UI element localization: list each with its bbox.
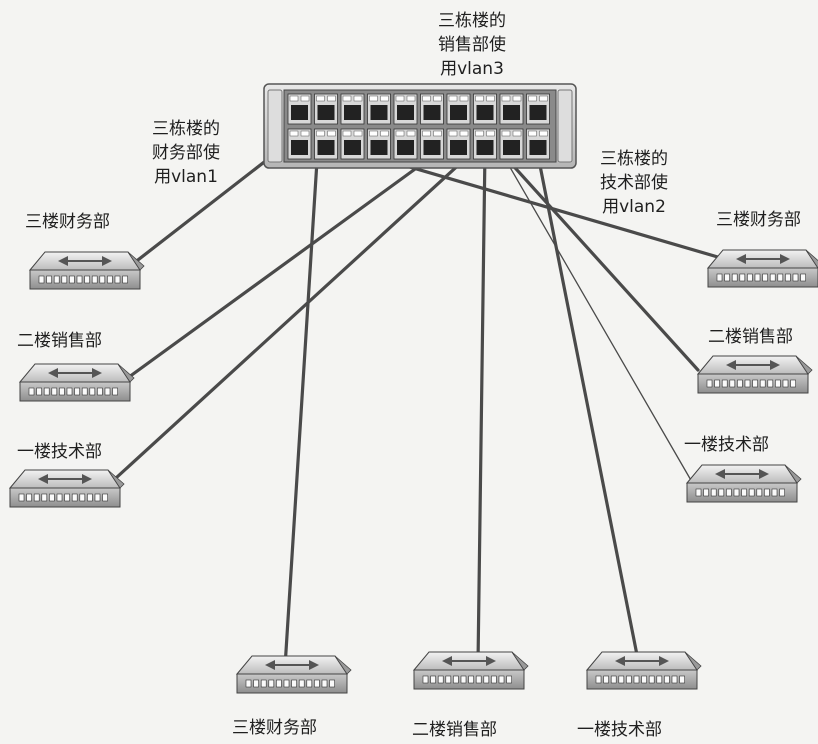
access-switch-1f-right [685,464,802,503]
core-switch-ports [287,93,550,160]
access-switch-1f-bottom [585,651,702,690]
access-switch-ports [422,675,512,684]
access-switch-3f-right [706,249,818,288]
core-switch-port [340,93,365,125]
core-switch-port [314,93,338,125]
bidirectional-arrow-icon [58,256,112,266]
link-vlan1-3f-left [123,140,292,272]
link-vlan3-2f-left [116,138,457,387]
link-vlan2-1f-bottom [528,113,640,662]
access-switch-ports [38,275,128,284]
access-switch-ports [706,379,796,388]
access-switches [8,249,818,694]
vlan3-label: 三栋楼的 销售部使 用vlan3 [438,11,506,79]
bidirectional-arrow-icon [715,469,769,479]
core-switch-port [526,93,550,125]
core-switch-left-ear [267,89,283,163]
access-label-2f-right: 二楼销售部 [708,327,793,347]
core-switch-port [446,128,471,160]
bidirectional-arrow-icon [265,660,319,670]
bidirectional-arrow-icon [38,474,92,484]
link-vlan3-2f-bottom [476,148,487,665]
core-switch-port [340,128,365,160]
bidirectional-arrow-icon [442,656,496,666]
core-switch-port [446,93,471,125]
access-switch-3f-bottom [235,655,352,694]
bidirectional-arrow-icon [48,368,102,378]
access-switch-ports [695,488,785,497]
access-label-2f-left: 二楼销售部 [17,331,102,351]
access-label-3f-bottom: 三楼财务部 [232,718,317,738]
core-switch-port [287,93,312,125]
core-switch-port [420,93,444,125]
access-switch-3f-left [28,251,145,290]
access-switch-ports [28,387,118,396]
access-label-1f-bottom: 一楼技术部 [577,720,662,740]
core-switch-port [499,93,524,125]
vlan1-label: 三栋楼的 财务部使 用vlan1 [152,119,220,187]
core-switch-port [367,93,391,125]
core-switch-port [287,128,312,160]
connection-lines [103,113,730,669]
core-switch-port [526,128,550,160]
link-vlan1-3f-bottom [283,143,320,669]
access-switch-ports [245,679,335,688]
access-label-3f-right: 三楼财务部 [716,210,801,230]
core-switch [263,83,577,169]
access-label-1f-right: 一楼技术部 [684,435,769,455]
core-switch-port [420,128,444,160]
access-label-1f-left: 一楼技术部 [17,442,102,462]
vlan2-label: 三栋楼的 技术部使 用vlan2 [600,149,668,217]
access-switch-ports [18,493,108,502]
access-switch-2f-left [18,363,135,402]
core-switch-port [473,93,497,125]
access-label-2f-bottom: 二楼销售部 [412,720,497,740]
core-switch-right-ear [557,89,573,163]
link-vlan2-1f-right [499,149,693,483]
access-switch-2f-bottom [412,651,529,690]
bidirectional-arrow-icon [615,656,669,666]
access-switch-ports [595,675,685,684]
core-switch-port [393,93,418,125]
core-switch-port [314,128,338,160]
core-switch-port [499,128,524,160]
access-switch-1f-left [8,469,125,508]
core-switch-port [473,128,497,160]
access-label-3f-left: 三楼财务部 [25,212,110,232]
bidirectional-arrow-icon [736,254,790,264]
core-switch-port [367,128,391,160]
core-switch-port [393,128,418,160]
access-switch-ports [716,273,806,282]
access-switch-2f-right [696,355,813,394]
bidirectional-arrow-icon [726,360,780,370]
